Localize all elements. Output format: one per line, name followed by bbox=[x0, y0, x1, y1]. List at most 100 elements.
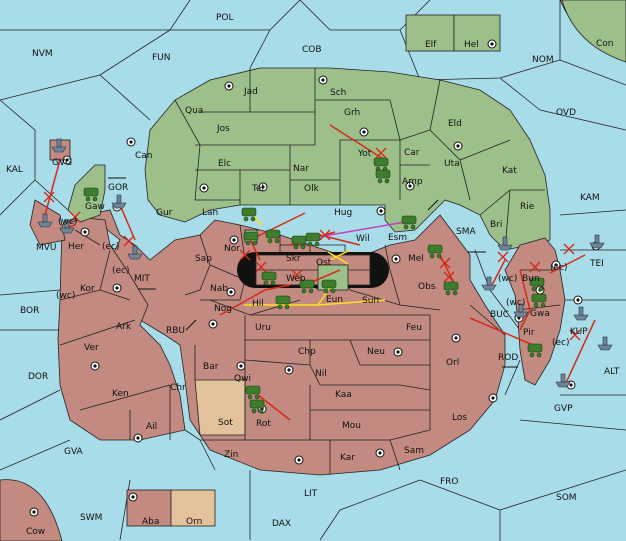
fleet-unit-icon bbox=[127, 245, 143, 260]
sea-label: NVM bbox=[32, 49, 53, 59]
province-label: Kat bbox=[502, 166, 517, 176]
province-label: Pir bbox=[523, 328, 535, 338]
province-label: Kar bbox=[340, 453, 355, 463]
supply-center-icon bbox=[229, 235, 239, 245]
supply-center-icon bbox=[376, 206, 386, 216]
supply-center-icon bbox=[236, 361, 246, 371]
army-unit-icon bbox=[241, 207, 257, 222]
fleet-unit-icon bbox=[497, 236, 513, 251]
fleet-unit-icon bbox=[597, 336, 613, 351]
sea-label: KAM bbox=[580, 193, 600, 203]
province-label: Sch bbox=[330, 88, 346, 98]
red-landmass bbox=[69, 209, 506, 476]
supply-center-icon bbox=[451, 333, 461, 343]
province-label: Orn bbox=[186, 517, 202, 527]
province-label: GVG bbox=[52, 158, 72, 168]
sea-label: COB bbox=[302, 45, 322, 55]
army-unit-icon bbox=[305, 232, 321, 247]
fleet-unit-icon bbox=[589, 234, 605, 249]
province-label: Amp bbox=[402, 177, 423, 187]
sea-label: FUN bbox=[152, 53, 171, 63]
province-label: Obs bbox=[418, 282, 436, 292]
supply-center-icon bbox=[112, 283, 122, 293]
province-label: Feu bbox=[406, 323, 422, 333]
province-label: Nor bbox=[224, 244, 240, 254]
sea-label: GVA bbox=[64, 447, 84, 457]
neutral-province-labels: Sot Orn bbox=[186, 418, 233, 527]
fleet-unit-icon bbox=[59, 219, 75, 234]
supply-center-icon bbox=[359, 127, 369, 137]
army-unit-icon bbox=[401, 215, 417, 230]
sea-label: SMA bbox=[456, 227, 476, 237]
sea-label: Con bbox=[596, 39, 614, 49]
supply-center-icon bbox=[488, 393, 498, 403]
sea-label: TEI bbox=[589, 259, 604, 269]
supply-center-icon bbox=[405, 181, 415, 191]
province-label: Elf bbox=[425, 40, 437, 50]
supply-center-icon bbox=[126, 137, 136, 147]
province-label: Olk bbox=[304, 184, 320, 194]
province-label: Jad bbox=[243, 87, 258, 97]
province-label: Kor bbox=[80, 284, 95, 294]
supply-center-icon bbox=[294, 455, 304, 465]
province-label: Car bbox=[404, 148, 420, 158]
province-label: Her bbox=[68, 242, 84, 252]
province-label: Rot bbox=[256, 419, 271, 429]
supply-center-icon bbox=[284, 365, 294, 375]
sea-label: MIT bbox=[134, 274, 150, 284]
province-label: Elc bbox=[218, 159, 231, 169]
army-unit-icon bbox=[427, 244, 443, 259]
army-unit-icon bbox=[443, 281, 459, 296]
province-label: Jos bbox=[216, 124, 230, 134]
province-label: Kaa bbox=[335, 390, 352, 400]
sea-label: KAL bbox=[6, 165, 23, 175]
supply-center-icon bbox=[224, 81, 234, 91]
province-label: Sot bbox=[218, 418, 233, 428]
supply-center-icon bbox=[226, 287, 236, 297]
fleet-unit-icon bbox=[573, 306, 589, 321]
supply-center-icon bbox=[128, 492, 138, 502]
supply-center-icon bbox=[62, 155, 72, 165]
green-interior-borders bbox=[174, 68, 545, 251]
province-label: Ken bbox=[112, 389, 129, 399]
province-label: Cow bbox=[26, 527, 45, 537]
province-label: Aba bbox=[142, 517, 159, 527]
province-label: Chr bbox=[170, 383, 186, 393]
province-label: Los bbox=[452, 413, 467, 423]
convoy-orders bbox=[311, 221, 406, 239]
coast-label: (ec) bbox=[552, 338, 570, 348]
province-label: Nar bbox=[293, 164, 309, 174]
province-label: MVU bbox=[36, 243, 57, 253]
province-label: Zin bbox=[224, 450, 238, 460]
army-unit-icon bbox=[375, 169, 391, 184]
orn-province bbox=[170, 489, 216, 527]
sea-label: GOR bbox=[108, 183, 128, 193]
army-unit-icon bbox=[373, 157, 389, 172]
fleet-unit-icon bbox=[513, 303, 529, 318]
red-province-labels: Nor Sap Skr Wil Esm Ost Mel Her MVU Kor … bbox=[26, 158, 588, 537]
province-label: Mou bbox=[342, 421, 361, 431]
supply-center-icon bbox=[133, 433, 143, 443]
army-unit-icon bbox=[243, 231, 259, 246]
sea-label: OVD bbox=[556, 108, 576, 118]
province-label: Hug bbox=[334, 208, 352, 218]
supply-center-icon bbox=[487, 39, 497, 49]
province-label: Wil bbox=[356, 234, 370, 244]
province-label: Skr bbox=[286, 254, 301, 264]
province-label: Qua bbox=[185, 106, 203, 116]
province-label: KUP bbox=[570, 327, 588, 337]
province-label: Gwa bbox=[530, 309, 550, 319]
province-label: Ver bbox=[84, 343, 99, 353]
green-province-labels: Jad Sch Qua Jos Grh Eld Can Elc Nar Yot … bbox=[85, 40, 535, 305]
failed-order-marks bbox=[43, 147, 581, 341]
province-label: Sam bbox=[404, 446, 424, 456]
province-label: Lan bbox=[202, 208, 218, 218]
sea-label: ROD bbox=[498, 353, 518, 363]
province-label: Bri bbox=[490, 220, 502, 230]
army-unit-icon bbox=[245, 385, 261, 400]
army-unit-icon bbox=[265, 229, 281, 244]
province-label: Rie bbox=[520, 202, 535, 212]
sea-label: FRO bbox=[440, 477, 459, 487]
province-label: Neu bbox=[367, 347, 385, 357]
supply-center-icon bbox=[551, 260, 561, 270]
